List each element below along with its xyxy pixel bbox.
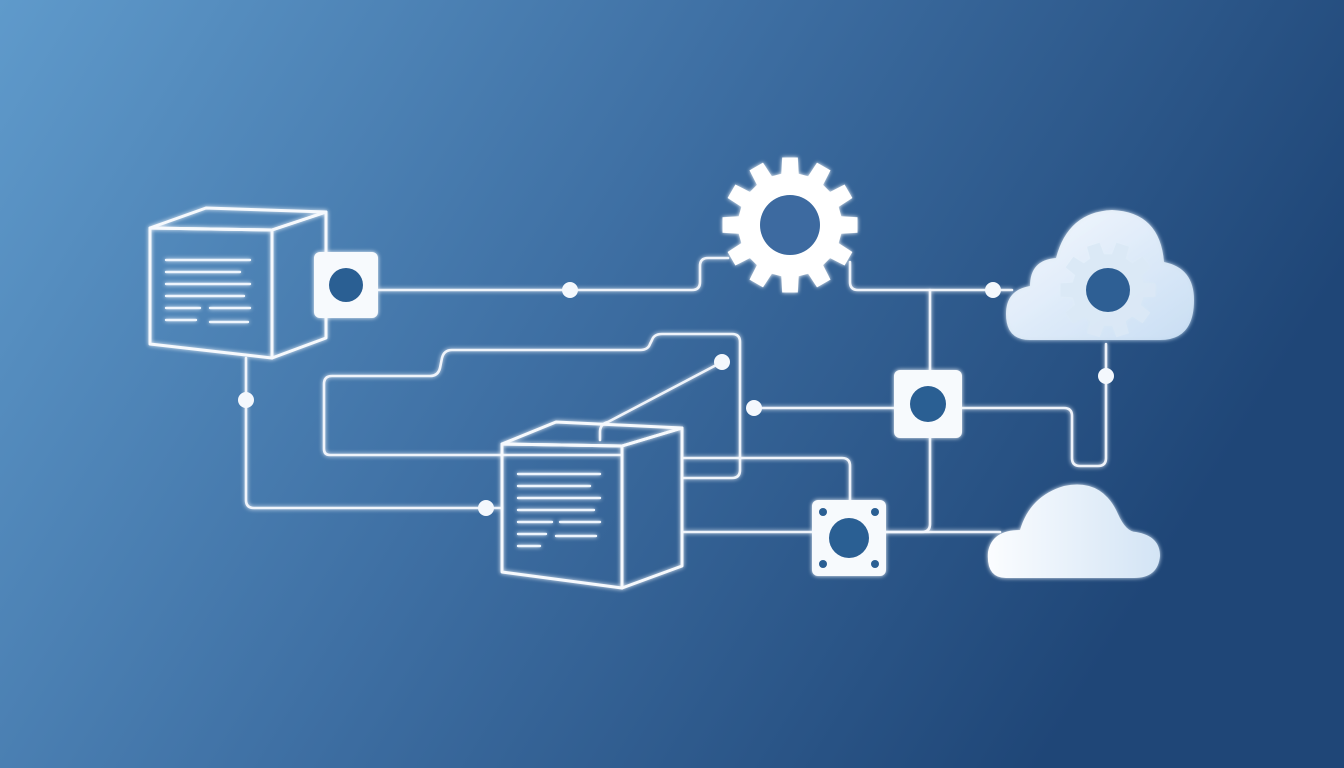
wire-port1-to-gear [376, 256, 730, 292]
junction-dot [238, 392, 254, 408]
wire-cube1-to-cube2 [244, 356, 502, 510]
document-cube-icon [500, 420, 684, 590]
port-square-icon [894, 370, 962, 438]
gear-icon [722, 157, 858, 293]
junction-dot [985, 282, 1001, 298]
junction-dot [714, 354, 730, 370]
wire-cube2-to-port3 [682, 456, 852, 502]
gear-icon [1060, 242, 1156, 338]
junction-dot [746, 400, 762, 416]
junction-dot [1098, 368, 1114, 384]
document-cube-icon [148, 206, 328, 360]
document-lines [164, 258, 252, 324]
gear-hole [1086, 268, 1130, 312]
port-four-screw-icon [812, 500, 886, 576]
document-lines [516, 472, 602, 548]
wire-port2-right [960, 342, 1108, 468]
cloud-icon [987, 484, 1160, 578]
port-square-icon [314, 252, 378, 318]
junction-dots [238, 282, 1114, 516]
wire-gear-to-cloud [848, 260, 1014, 292]
junction-dot [562, 282, 578, 298]
gear-hole [760, 195, 820, 255]
junction-dot [478, 500, 494, 516]
cloud-gear-icon [1006, 210, 1194, 340]
